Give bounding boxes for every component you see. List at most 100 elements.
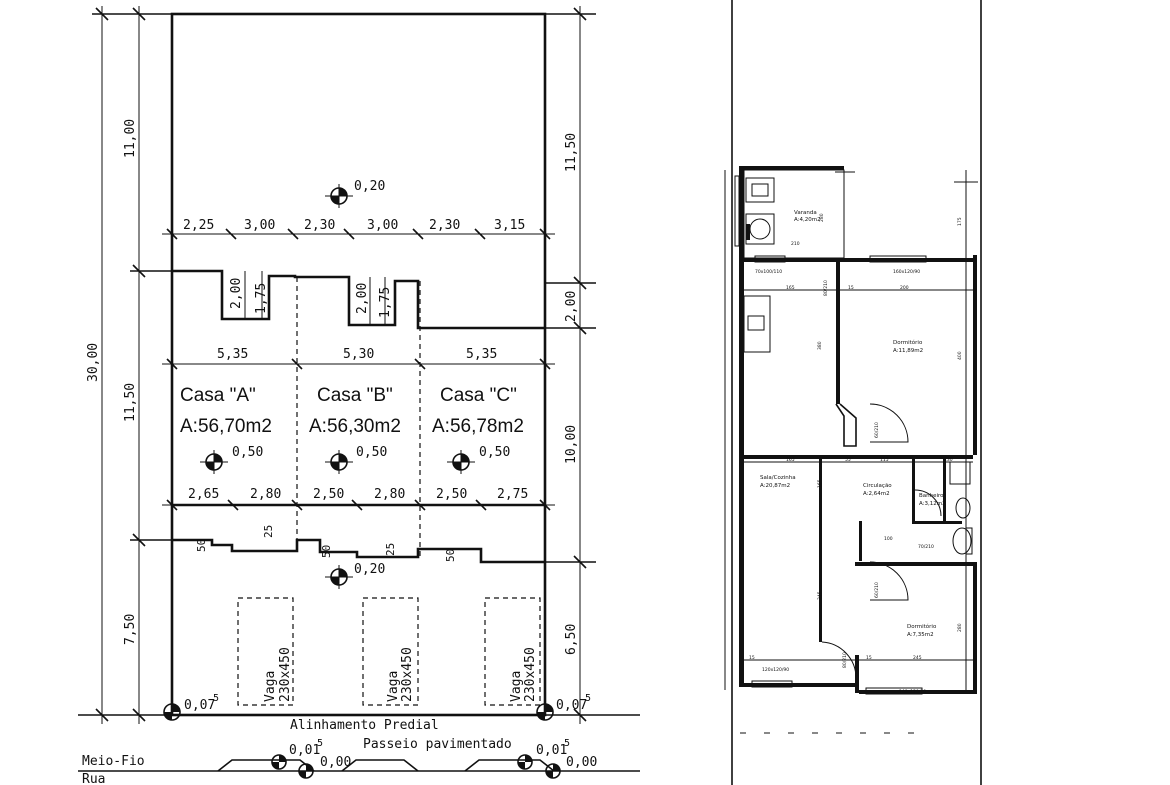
window-label-4: 140x120/90 <box>899 689 926 695</box>
house-c-name: Casa "C" <box>440 385 517 406</box>
rear-building-line <box>172 269 545 330</box>
top-dim-4: 3,00 <box>367 218 398 233</box>
curb-ramp-b <box>341 759 419 772</box>
notch-a-inner: 1,75 <box>254 283 269 314</box>
dim-245: 245 <box>913 655 922 661</box>
room-name-varanda: Varanda <box>794 210 817 216</box>
street-label: Rua <box>82 772 105 785</box>
notch-b-inner: 1,75 <box>378 287 393 318</box>
house-b-width: 5,30 <box>343 347 374 362</box>
dim-115: 115 <box>880 457 889 463</box>
left-dim-total: 30,00 <box>86 343 101 382</box>
right-dim-back: 11,50 <box>564 133 579 172</box>
dim-100: 100 <box>884 536 893 542</box>
floor-plan-dim-lines <box>724 170 978 734</box>
level-marker-icon <box>298 763 314 779</box>
front-yard-level: 0,20 <box>354 562 385 577</box>
top-dim-2: 3,00 <box>244 218 275 233</box>
level-marker-icon <box>545 763 561 779</box>
step-dim-a2: 25 <box>262 525 275 538</box>
bottom-dim-4: 2,80 <box>374 487 405 502</box>
parking-a <box>237 597 294 706</box>
dim-15-a: 15 <box>848 285 854 291</box>
parking-b-size: 230x450 <box>400 647 415 702</box>
level-marker-icon <box>447 450 475 474</box>
parking-a-size: 230x450 <box>278 647 293 702</box>
closet-wall <box>835 403 857 447</box>
room-name-dorm1: Dormitório <box>893 339 923 346</box>
room-area-circ: A:2,64m2 <box>863 491 890 497</box>
floor-plan: Varanda A:4,20m2 Dormitório A:11,89m2 Sa… <box>724 0 982 785</box>
right-dim-front: 6,50 <box>564 624 579 655</box>
door-arc-dorm1 <box>869 403 909 443</box>
door-label-1: 80/210 <box>823 280 829 296</box>
dim-130: 130 <box>944 457 953 463</box>
curb-right-sup: 5 <box>564 738 570 749</box>
street-left-level: 0,00 <box>320 755 351 770</box>
level-marker-icon <box>517 754 533 770</box>
top-dim-6: 3,15 <box>494 218 525 233</box>
level-marker-icon <box>163 703 181 721</box>
dim-165-a: 165 <box>786 285 795 291</box>
house-a-name: Casa "A" <box>180 385 256 406</box>
corner-right-sup: 5 <box>585 693 591 704</box>
dim-400: 400 <box>957 351 963 360</box>
corner-left-sup: 5 <box>213 693 219 704</box>
dim-280: 280 <box>957 623 963 632</box>
door-arc-bath <box>914 489 942 517</box>
parking-a-label: Vaga <box>263 671 278 702</box>
laundry-sink <box>745 177 775 203</box>
house-b-name: Casa "B" <box>317 385 393 406</box>
step-dim-b2: 25 <box>384 543 397 556</box>
dim-165-c: 165 <box>817 479 823 488</box>
exterior-walls <box>739 166 977 694</box>
parking-b <box>362 597 419 706</box>
step-dim-a: 50 <box>195 539 208 552</box>
dim-210: 210 <box>791 241 800 247</box>
kitchen-sink <box>747 315 765 331</box>
bottom-dim-3: 2,50 <box>313 487 344 502</box>
dim-15-c: 15 <box>866 655 872 661</box>
door-label-2: 60/210 <box>874 422 880 438</box>
site-plan: 2,25 3,00 2,30 3,00 2,30 3,15 5,35 5,30 … <box>78 6 640 785</box>
room-area-sala: A:20,87m2 <box>760 483 790 489</box>
room-area-banh: A:3,12m2 <box>919 501 946 507</box>
windows <box>734 175 927 695</box>
parking-b-label: Vaga <box>386 671 401 702</box>
room-area-varanda: A:4,20m2 <box>794 217 821 223</box>
front-step-line <box>172 538 545 564</box>
top-dim-3: 2,30 <box>304 218 335 233</box>
house-c-width: 5,35 <box>466 347 497 362</box>
window-label-2: 160x120/90 <box>893 269 920 275</box>
curb-left-sup: 5 <box>317 738 323 749</box>
room-name-dorm2: Dormitório <box>907 623 937 630</box>
parking-c-label: Vaga <box>509 671 524 702</box>
house-c-level: 0,50 <box>479 445 510 460</box>
kitchen-counter <box>743 295 771 353</box>
bath-sink <box>949 461 971 485</box>
level-marker-icon <box>325 184 353 208</box>
door-arc-dorm2 <box>869 561 909 601</box>
left-dim-front: 7,50 <box>123 614 138 645</box>
dim-345: 345 <box>817 591 823 600</box>
parking-c-size: 230x450 <box>523 647 538 702</box>
dim-55: 55 <box>845 457 851 463</box>
window-label-5: 70/210 <box>918 544 934 550</box>
dim-280-b: 280 <box>819 213 825 222</box>
door-arc-entrance <box>821 641 857 679</box>
house-b-area: A:56,30m2 <box>309 416 401 437</box>
corner-right-level: 0,07 <box>556 698 587 713</box>
house-c-area: A:56,78m2 <box>432 416 524 437</box>
room-area-dorm1: A:11,89m2 <box>893 348 923 354</box>
level-marker-icon <box>536 703 554 721</box>
window-label-3: 120x120/90 <box>762 667 789 673</box>
bottom-dim-6: 2,75 <box>497 487 528 502</box>
level-marker-icon <box>325 450 353 474</box>
dim-200-a: 200 <box>900 285 909 291</box>
toilet-icon <box>952 527 972 555</box>
parking-c <box>484 597 541 706</box>
right-dim-setback: 2,00 <box>564 291 579 322</box>
dim-380: 380 <box>817 341 823 350</box>
room-name-banh: Banheiro <box>919 493 944 499</box>
bath-shower-drain <box>955 497 971 519</box>
